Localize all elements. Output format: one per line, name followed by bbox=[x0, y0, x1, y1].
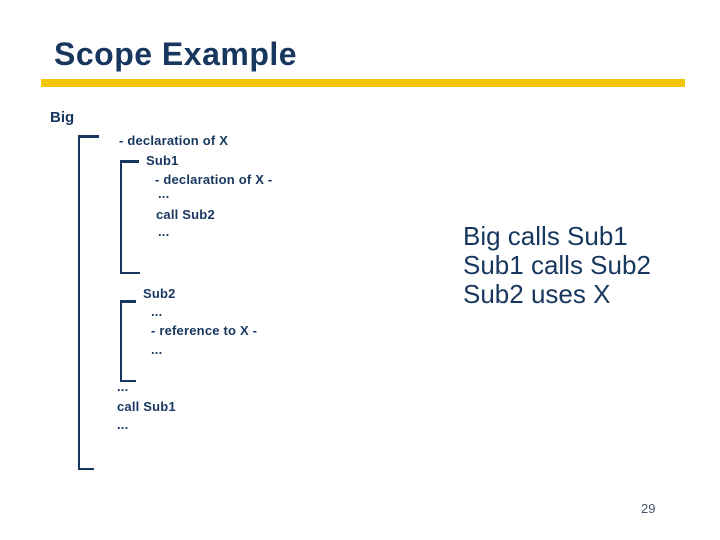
callout-line-big-calls-sub1: Big calls Sub1 bbox=[463, 221, 628, 251]
bracket-sub2 bbox=[120, 300, 136, 382]
tree-line-call-sub1: call Sub1 bbox=[117, 399, 176, 414]
page-number: 29 bbox=[641, 501, 656, 516]
tree-line-sub2-label: Sub2 bbox=[143, 286, 176, 301]
big-label: Big bbox=[50, 109, 75, 126]
slide-title: Scope Example bbox=[54, 36, 298, 72]
bracket-sub1 bbox=[120, 160, 140, 274]
callout-block: Big calls Sub1 Sub1 calls Sub2 Sub2 uses… bbox=[463, 222, 651, 309]
tree-line-ellipsis-6: ... bbox=[117, 417, 129, 432]
tree-line-ellipsis-5: ... bbox=[117, 379, 129, 394]
bracket-big bbox=[78, 135, 99, 470]
title-underline bbox=[41, 79, 685, 87]
callout-line-sub1-calls-sub2: Sub1 calls Sub2 bbox=[463, 250, 651, 280]
tree-line-reference-to-x: - reference to X - bbox=[151, 323, 258, 338]
tree-line-ellipsis-4: ... bbox=[151, 342, 163, 357]
tree-line-sub1-label: Sub1 bbox=[146, 153, 179, 168]
tree-line-declaration-of-x: - declaration of X bbox=[119, 133, 229, 148]
callout-line-sub2-uses-x: Sub2 uses X bbox=[463, 279, 611, 309]
tree-line-call-sub2: call Sub2 bbox=[156, 207, 215, 222]
tree-line-ellipsis-2: ... bbox=[158, 224, 170, 239]
tree-line-sub1-declaration-of-x: - declaration of X - bbox=[155, 172, 273, 187]
tree-line-ellipsis-1: ... bbox=[158, 186, 170, 201]
tree-line-ellipsis-3: ... bbox=[151, 304, 163, 319]
